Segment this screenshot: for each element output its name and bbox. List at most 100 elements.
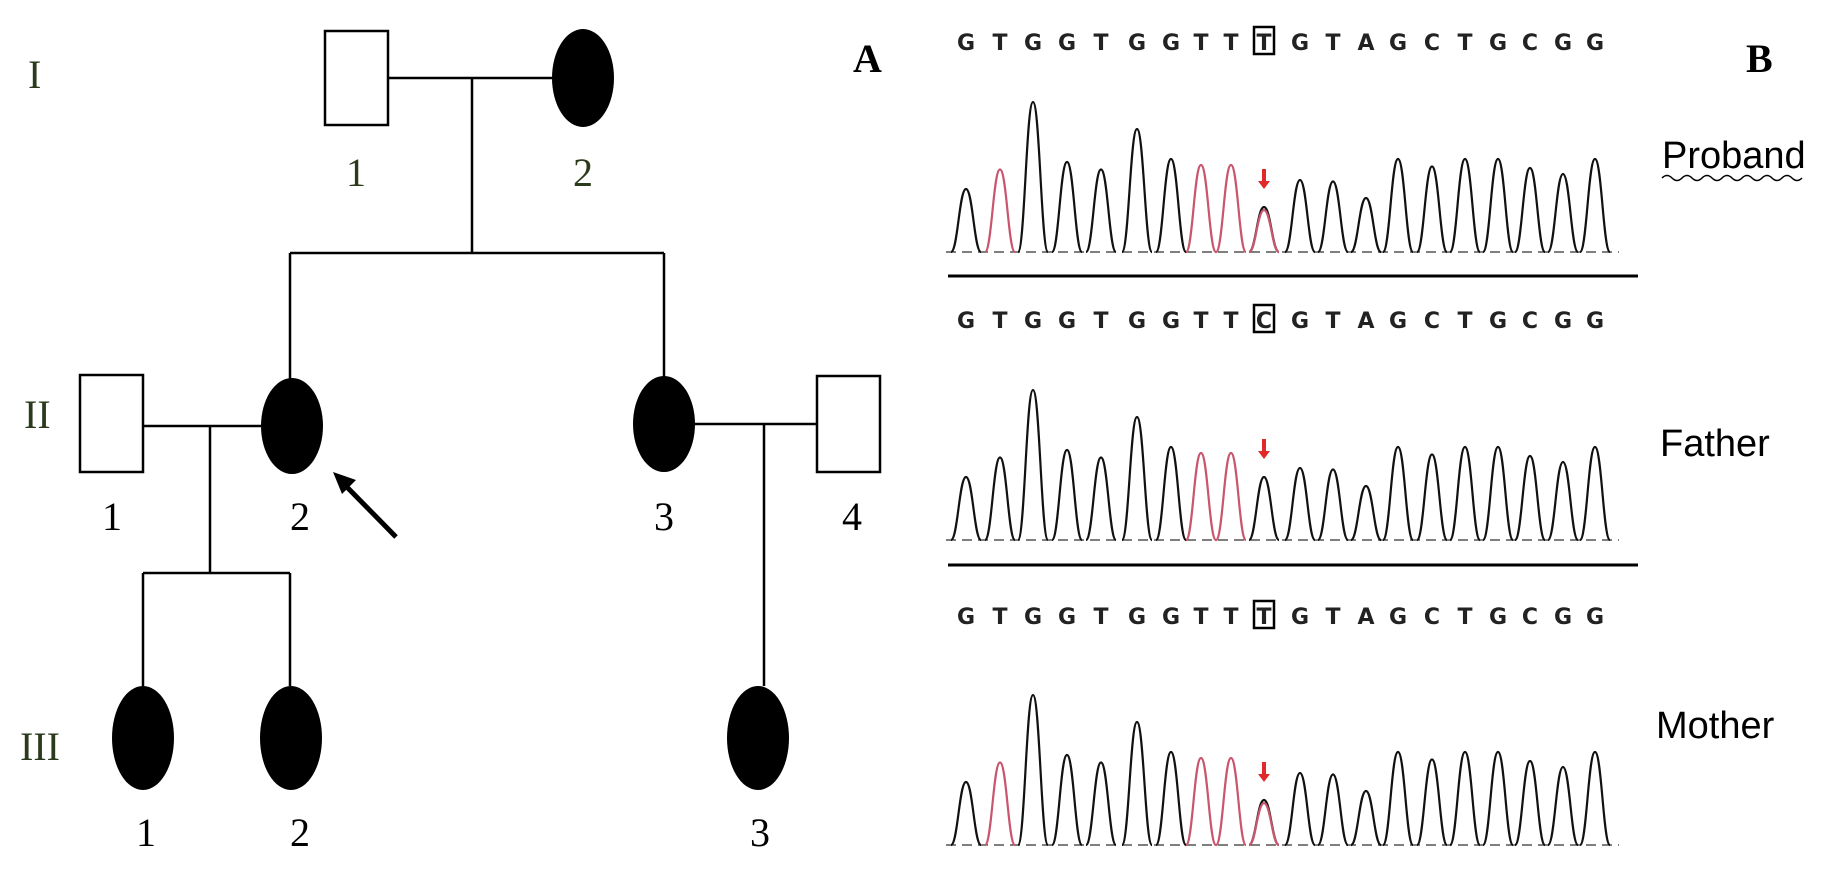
mutation-arrow <box>1258 762 1270 782</box>
trace-peak <box>1120 415 1154 542</box>
trace-peak <box>949 475 983 542</box>
trace-peak <box>1214 163 1248 254</box>
trace-peak <box>1084 456 1118 542</box>
base-letter: G <box>1554 309 1572 334</box>
trace-peak <box>1154 157 1188 254</box>
trace-peak <box>983 456 1017 542</box>
base-letter: C <box>1424 31 1440 56</box>
mutation-arrow <box>1258 169 1270 189</box>
individual-number: 3 <box>750 810 770 855</box>
trace-peak-secondary <box>1247 208 1281 254</box>
trace-peak <box>983 168 1017 254</box>
trace-peak <box>1448 445 1482 542</box>
trace-peak <box>1415 453 1449 542</box>
base-letter: G <box>1024 31 1042 56</box>
trace-father <box>946 388 1619 542</box>
base-letter: G <box>1128 309 1146 334</box>
trace-peak <box>1481 157 1515 254</box>
generation-label-II: II <box>24 392 51 437</box>
track-label-mother: Mother <box>1656 705 1775 747</box>
trace-peak <box>1415 165 1449 254</box>
trace-peak <box>1050 448 1084 542</box>
trace-peak <box>1381 157 1415 254</box>
individual-II-2-female-affected-proband <box>261 378 323 474</box>
base-letter: G <box>1554 605 1572 630</box>
trace-peak <box>1415 758 1449 847</box>
variant-box <box>1252 599 1276 630</box>
trace-peak <box>949 780 983 847</box>
base-letter: A <box>1357 605 1374 630</box>
base-letter: G <box>1389 605 1407 630</box>
individual-III-2-female-affected <box>260 686 322 790</box>
base-letter: C <box>1256 309 1272 334</box>
base-letter: C <box>1424 605 1440 630</box>
trace-peak <box>1247 475 1281 542</box>
individual-number: 1 <box>102 494 122 539</box>
trace-mother <box>946 693 1619 847</box>
base-letter: G <box>957 31 975 56</box>
trace-peak <box>1349 789 1383 847</box>
trace-peak <box>983 761 1017 847</box>
base-letter: G <box>1162 309 1180 334</box>
trace-peak <box>1120 127 1154 254</box>
trace-peak <box>1283 466 1317 542</box>
panel-b-label: B <box>1746 36 1773 81</box>
trace-peak <box>949 187 983 254</box>
base-letter: G <box>1058 605 1076 630</box>
base-letter: T <box>1325 309 1340 334</box>
base-letter: G <box>1489 31 1507 56</box>
base-letter: A <box>1357 309 1374 334</box>
trace-peak <box>1316 773 1350 847</box>
trace-peak <box>1513 454 1547 542</box>
trace-peak <box>1184 163 1218 254</box>
pedigree-lines <box>141 76 817 686</box>
base-letter: G <box>1489 605 1507 630</box>
mutation-arrow <box>1258 439 1270 459</box>
trace-peak <box>1578 750 1612 847</box>
base-letter: G <box>957 605 975 630</box>
trace-peak <box>1283 771 1317 847</box>
base-letter: C <box>1424 309 1440 334</box>
trace-peak <box>1349 484 1383 542</box>
base-letter: G <box>1162 31 1180 56</box>
base-letter: T <box>1325 605 1340 630</box>
base-letter: C <box>1522 605 1538 630</box>
trace-peak <box>1120 720 1154 847</box>
base-letter: A <box>1357 31 1374 56</box>
base-letter: T <box>992 605 1007 630</box>
pedigree-panel: A I II III 1 2 1 2 3 <box>20 29 882 855</box>
base-letter: G <box>1058 309 1076 334</box>
base-letter: T <box>1193 31 1208 56</box>
trace-peak <box>1084 168 1118 254</box>
individual-number: 2 <box>573 150 593 195</box>
individual-number: 4 <box>842 494 862 539</box>
trace-peak <box>1316 468 1350 542</box>
trace-peak <box>1050 160 1084 254</box>
base-letter: G <box>1162 605 1180 630</box>
base-letter: G <box>1586 309 1604 334</box>
trace-peak <box>1546 460 1580 542</box>
base-letter: T <box>1223 605 1238 630</box>
trace-peak <box>1016 100 1050 254</box>
base-letter: T <box>992 309 1007 334</box>
trace-peak <box>1084 761 1118 847</box>
trace-peak <box>1184 451 1218 542</box>
individual-number: 3 <box>654 494 674 539</box>
base-letter: G <box>957 309 975 334</box>
trace-peak <box>1546 765 1580 847</box>
base-letter: T <box>1193 309 1208 334</box>
individual-I-1-male-unaffected <box>323 29 390 127</box>
base-letter: T <box>1093 309 1108 334</box>
trace-peak <box>1578 445 1612 542</box>
base-letter: G <box>1024 309 1042 334</box>
trace-peak <box>1349 196 1383 254</box>
individual-number: 2 <box>290 494 310 539</box>
individual-number: 2 <box>290 810 310 855</box>
individual-number: 1 <box>346 150 366 195</box>
